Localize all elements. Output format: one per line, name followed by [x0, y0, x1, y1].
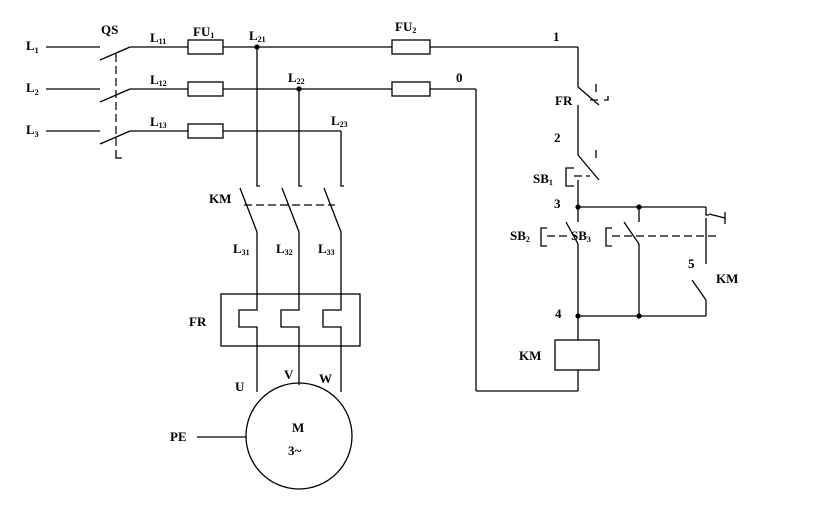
junction-dot — [636, 313, 642, 319]
junction-dot — [575, 204, 581, 210]
label-km-coil: KM — [519, 348, 541, 363]
label-l11: L11 — [150, 30, 166, 46]
label-node-2: 2 — [554, 130, 561, 145]
label-motor: M — [292, 420, 304, 435]
junction-dot — [296, 86, 302, 92]
label-l21: L21 — [249, 28, 266, 44]
label-km-main: KM — [209, 191, 231, 206]
label-fu1: FU1 — [193, 24, 214, 40]
label-v: V — [284, 367, 294, 382]
label-l23: L23 — [331, 113, 348, 129]
fu2-fuses — [391, 39, 431, 97]
label-node-0: 0 — [456, 70, 463, 85]
label-sb2: SB2 — [510, 228, 530, 244]
label-l3: L3 — [26, 122, 39, 139]
fu1-fuses — [187, 39, 224, 139]
label-l31: L31 — [233, 241, 250, 257]
label-km-aux-contact: KM — [716, 271, 738, 286]
label-sb3: SB3 — [571, 228, 591, 244]
label-pe: PE — [170, 429, 187, 444]
label-node-1: 1 — [553, 29, 560, 44]
label-w: W — [319, 371, 332, 386]
label-fr-control: FR — [555, 93, 573, 108]
junction-dot — [636, 204, 642, 210]
qs-isolator-switch — [99, 46, 131, 159]
label-l32: L32 — [276, 241, 293, 257]
label-sb1: SB1 — [533, 171, 553, 187]
label-node-3: 3 — [554, 196, 561, 211]
junction-dot — [254, 44, 260, 50]
supply-wiring — [46, 46, 578, 392]
label-fu2: FU2 — [395, 19, 416, 35]
label-node-4: 4 — [555, 306, 562, 321]
junction-dot — [575, 313, 581, 319]
label-node-5: 5 — [688, 256, 695, 271]
label-l13: L13 — [150, 114, 167, 130]
label-l2: L2 — [26, 80, 39, 97]
control-circuit — [540, 47, 726, 391]
fr-thermal-overload — [220, 293, 361, 392]
label-l1: L1 — [26, 38, 39, 55]
label-l12: L12 — [150, 72, 167, 88]
km-main-contacts — [239, 181, 344, 294]
label-motor-phase: 3~ — [288, 443, 302, 458]
label-u: U — [235, 379, 245, 394]
label-l33: L33 — [318, 241, 335, 257]
label-qs: QS — [101, 22, 118, 37]
label-l22: L22 — [288, 70, 305, 86]
label-fr-main: FR — [189, 314, 207, 329]
motor — [197, 382, 353, 490]
labels: L1 L2 L3 QS L11 L12 L13 FU1 FU2 L21 L22 … — [26, 19, 738, 458]
